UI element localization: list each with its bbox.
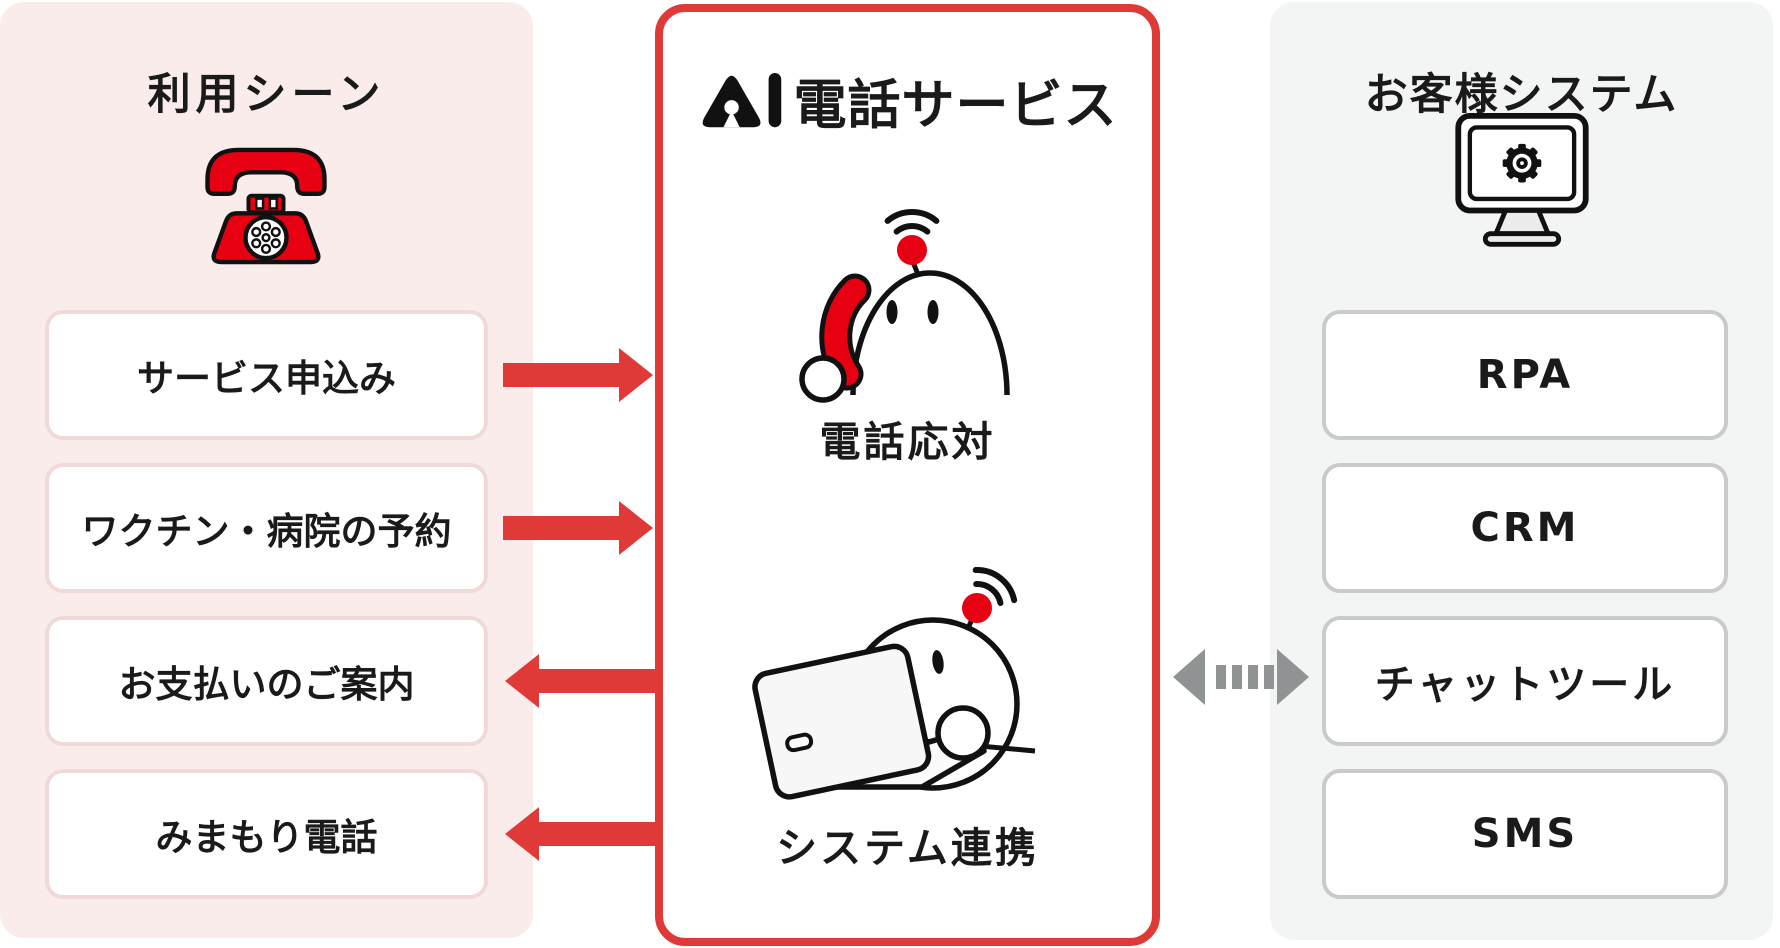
usage-scenes-title: 利用シーン	[147, 70, 386, 120]
system-item-sms: SMS	[1322, 769, 1728, 899]
system-item-crm: CRM	[1322, 463, 1728, 593]
ai-phone-service-logo: 電話サービス	[655, 70, 1160, 136]
bidirectional-arrow-icon	[1173, 649, 1309, 705]
system-item-label: CRM	[1470, 505, 1580, 551]
scene-item-watch-over-call: みまもり電話	[45, 769, 488, 899]
rotary-phone-icon	[205, 147, 327, 265]
customer-system-title: お客様システム	[1364, 70, 1679, 120]
arrow-right-vaccine-reservation	[503, 501, 653, 555]
arrow-left-payment-guidance	[505, 654, 655, 708]
scene-item-payment-guidance: お支払いのご案内	[45, 616, 488, 746]
customer-system-panel: お客様システム RPA CRM	[1270, 2, 1773, 940]
scene-item-label: ワクチン・病院の予約	[81, 510, 452, 553]
system-item-rpa: RPA	[1322, 310, 1728, 440]
feature-phone-answering-label: 電話応対	[819, 418, 996, 466]
system-item-label: RPA	[1476, 352, 1574, 398]
scene-item-label: お支払いのご案内	[118, 663, 415, 706]
arrow-left-watch-over-call	[505, 807, 655, 861]
robot-answering-phone-icon	[799, 209, 1010, 403]
arrow-right-service-application	[503, 348, 653, 402]
logo-text: 電話サービス	[793, 75, 1118, 136]
robot-at-laptop-icon	[752, 567, 1036, 800]
feature-system-integration-label: システム連携	[776, 824, 1039, 872]
scene-item-service-application: サービス申込み	[45, 310, 488, 440]
monitor-gear-icon	[1455, 112, 1589, 247]
scene-item-label: みまもり電話	[155, 816, 378, 859]
gear-glyph	[1502, 143, 1542, 183]
usage-scenes-panel: 利用シーン サービス申込み ワクチン・病院の予約 お支払いのご案内 みまもり	[0, 2, 533, 938]
scene-item-vaccine-hospital-reservation: ワクチン・病院の予約	[45, 463, 488, 593]
ai-logo-mark	[702, 73, 781, 128]
system-item-label: チャットツール	[1374, 662, 1676, 708]
scene-item-label: サービス申込み	[137, 357, 396, 400]
system-item-label: SMS	[1471, 811, 1579, 857]
system-item-chat-tool: チャットツール	[1322, 616, 1728, 746]
